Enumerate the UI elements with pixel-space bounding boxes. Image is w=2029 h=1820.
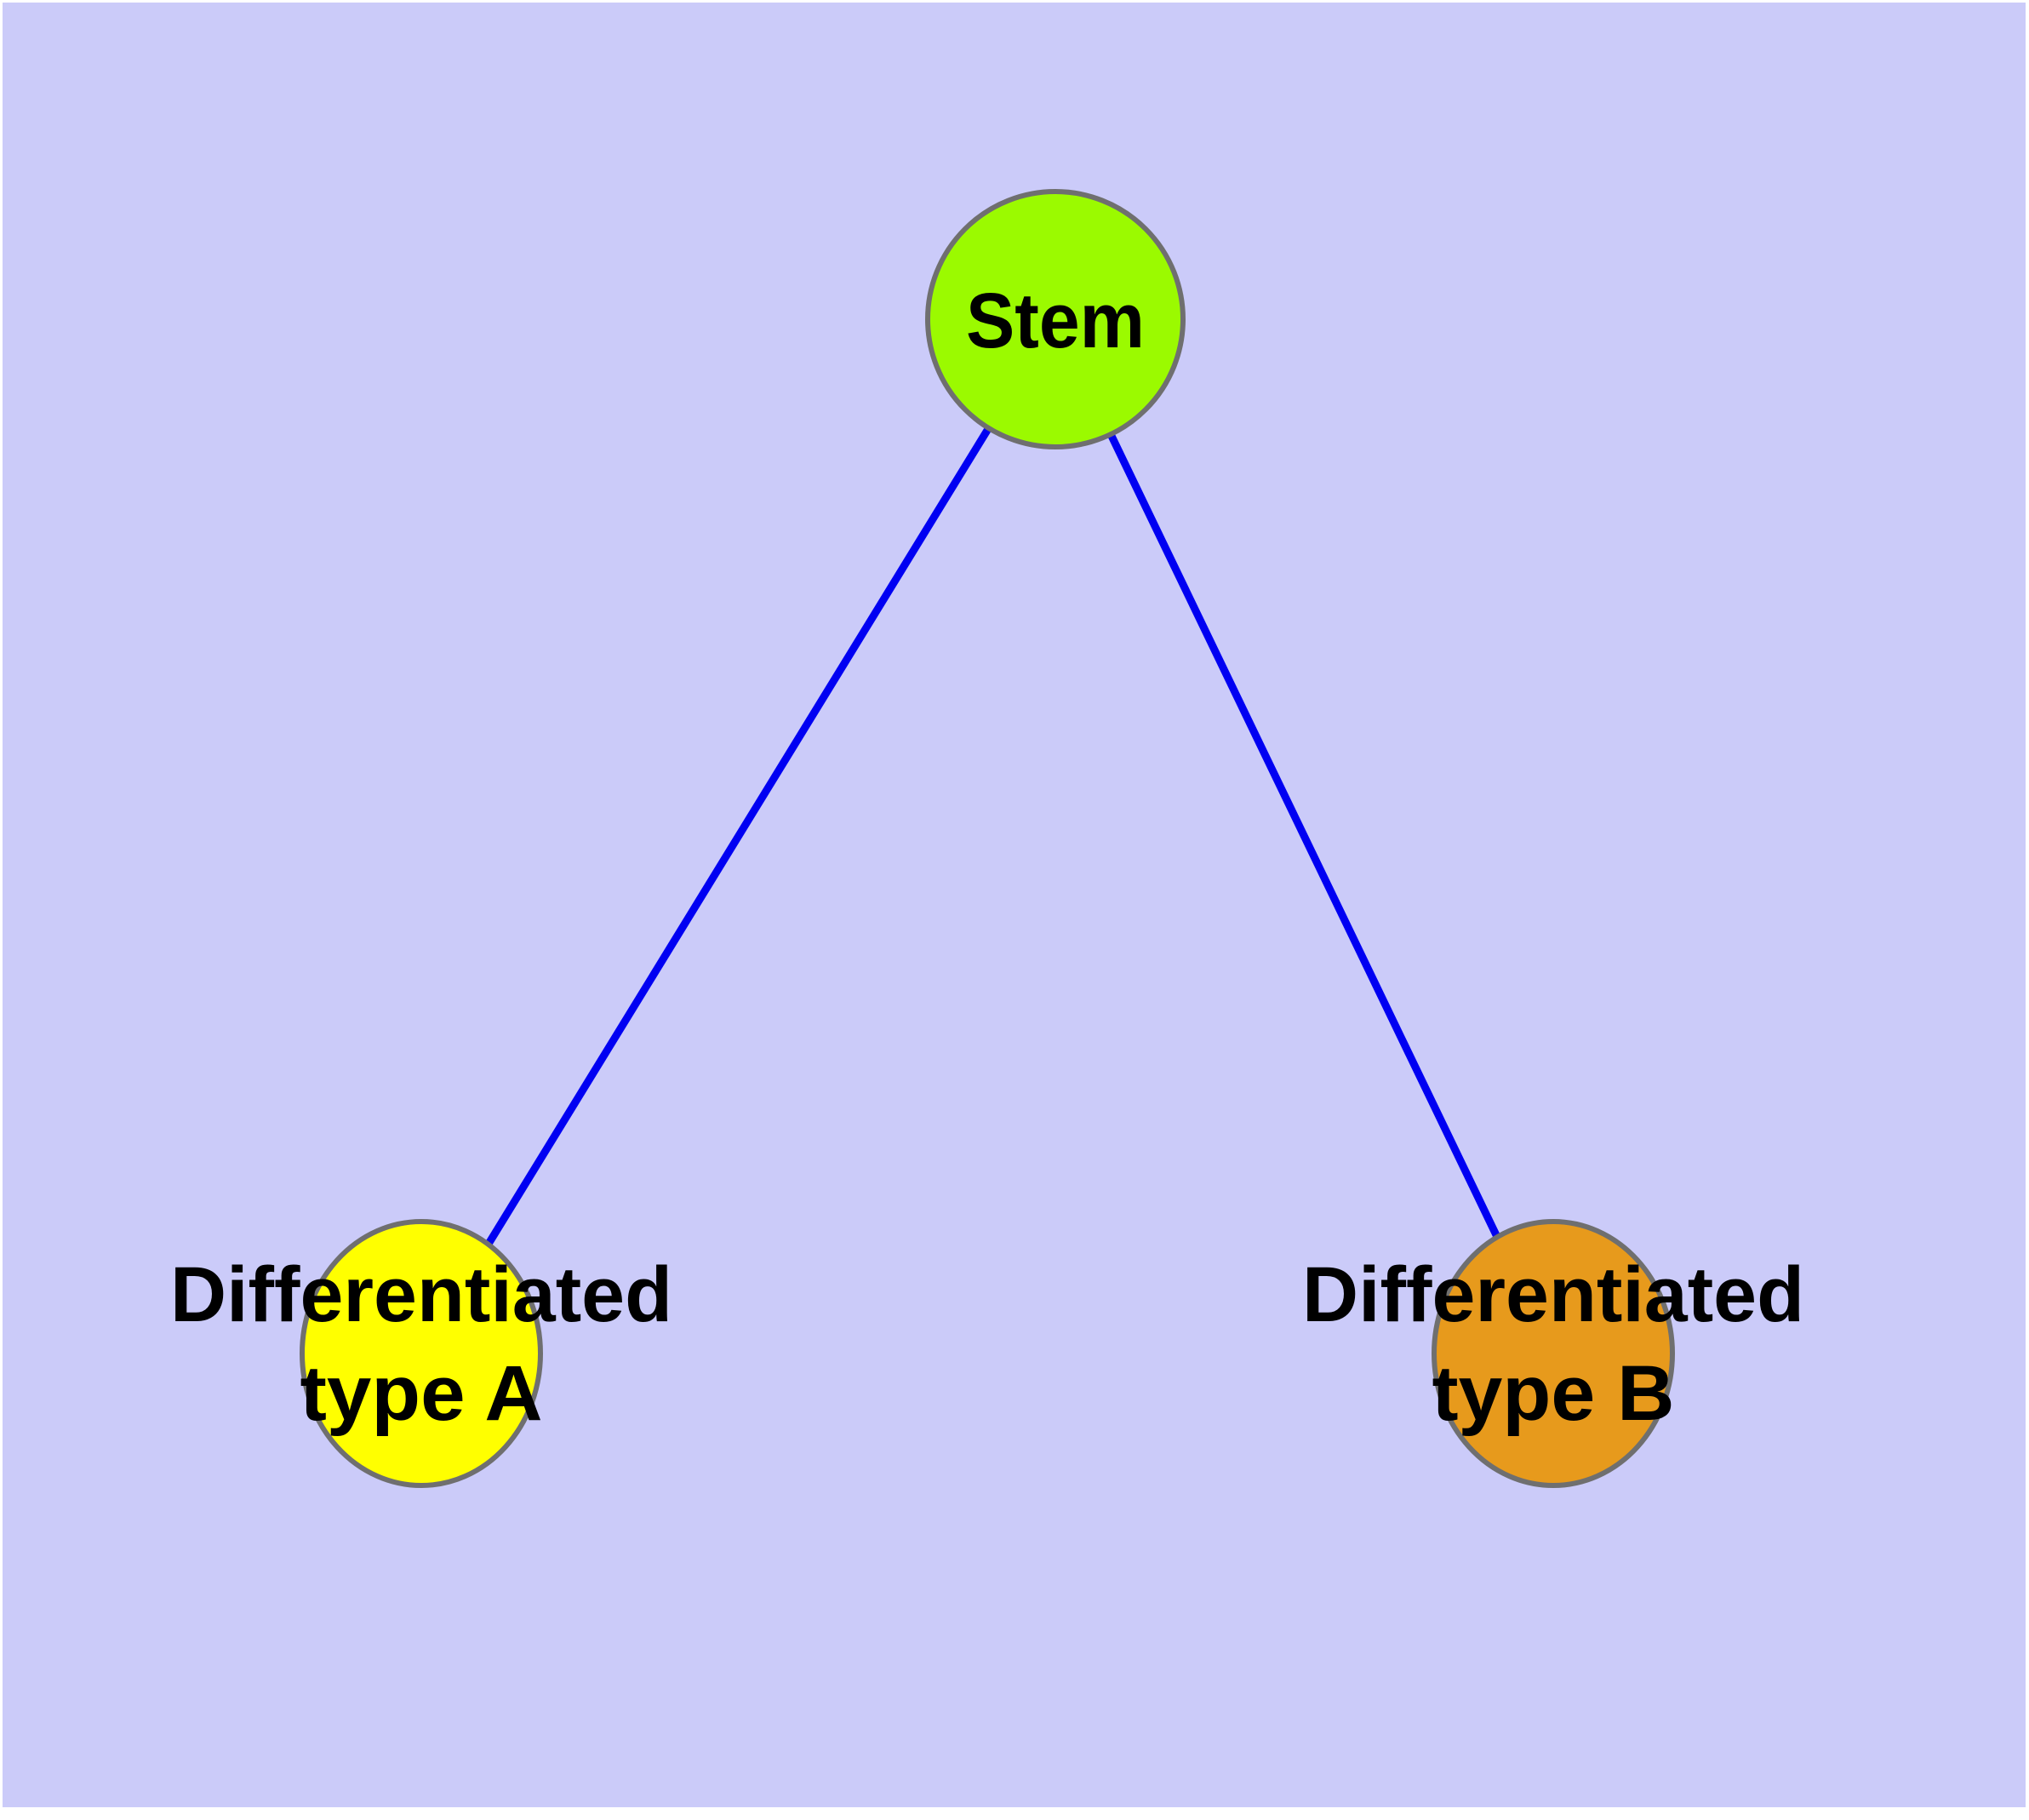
edge-stem-to-type-b <box>1051 318 1557 1355</box>
edge-stem-to-type-a <box>418 317 1059 1356</box>
node-stem-label: Stem <box>966 278 1145 364</box>
node-differentiated-type-b-label-line2: type B <box>1432 1350 1675 1437</box>
node-differentiated-type-a-label-line2: type A <box>300 1350 543 1437</box>
node-differentiated-type-a[interactable]: Differentiated type A <box>170 1219 672 1488</box>
node-differentiated-type-b[interactable]: Differentiated type B <box>1302 1219 1804 1488</box>
node-differentiated-type-a-shape <box>300 1219 543 1488</box>
node-differentiated-type-b-label-line1: Differentiated <box>1302 1251 1804 1338</box>
node-stem-shape <box>925 189 1186 449</box>
node-differentiated-type-a-label-line1: Differentiated <box>170 1251 672 1338</box>
node-differentiated-type-b-shape <box>1432 1219 1675 1488</box>
edge-layer <box>418 317 1557 1356</box>
node-stem[interactable]: Stem <box>925 189 1186 449</box>
